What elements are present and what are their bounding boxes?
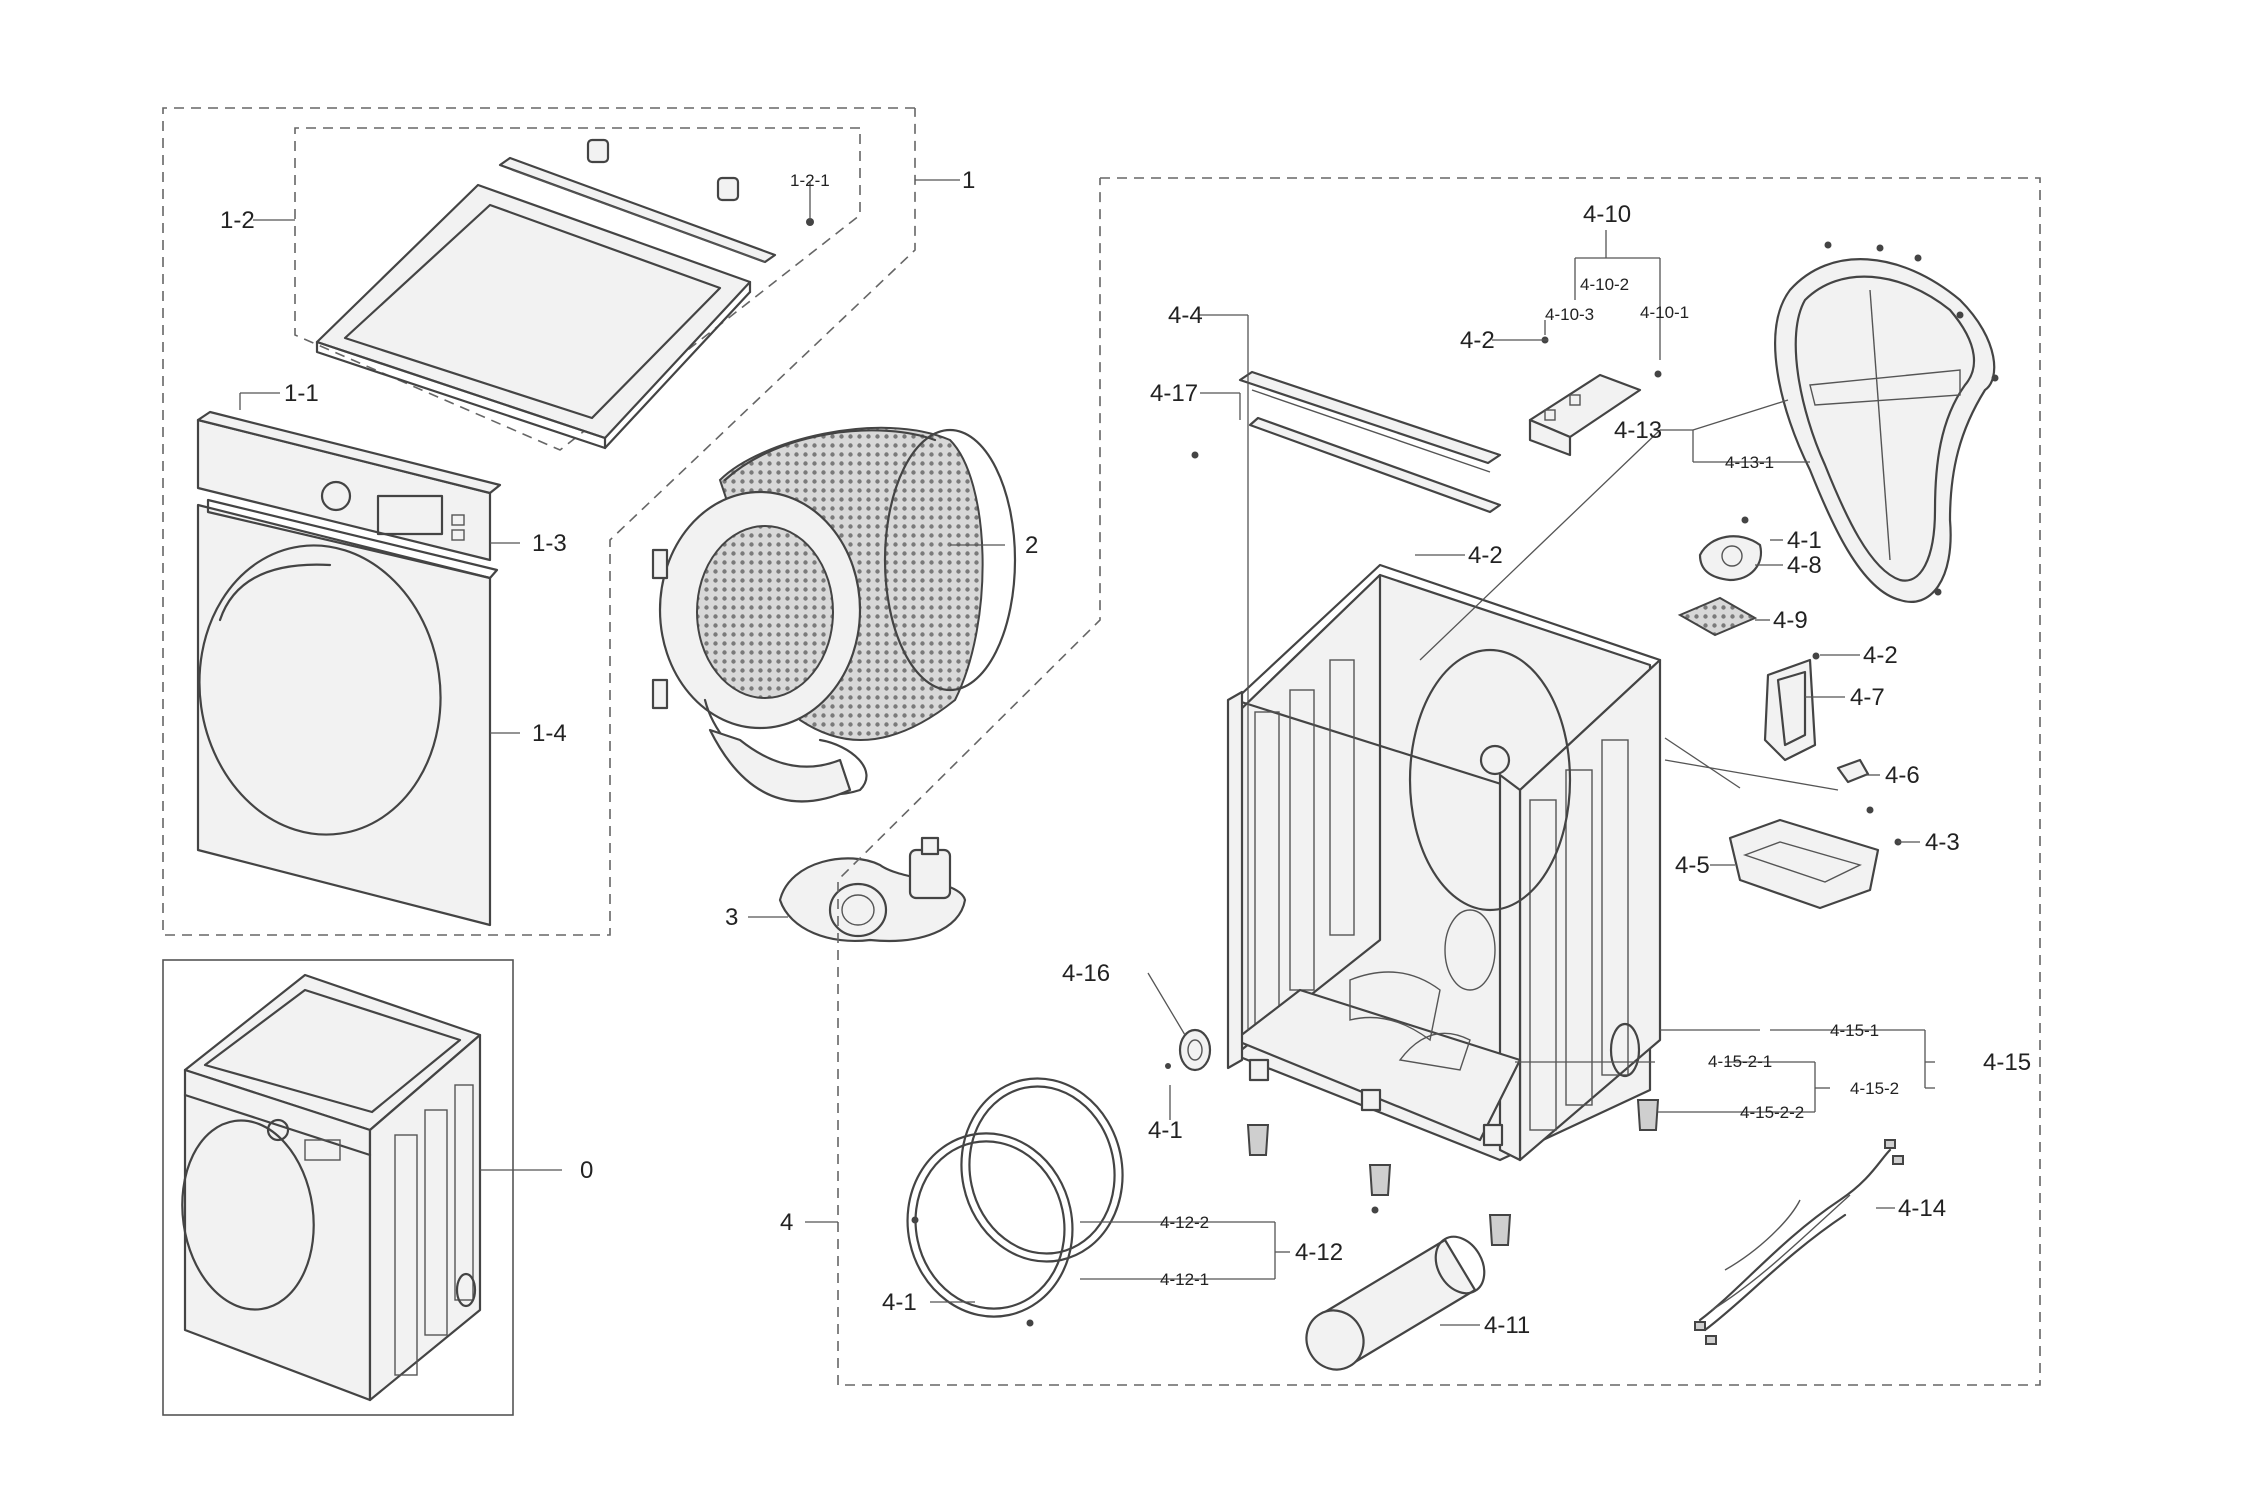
label-1-4: 1-4 bbox=[532, 720, 567, 747]
rear-ring-part bbox=[906, 1132, 1074, 1327]
label-4-1-b: 4-1 bbox=[1148, 1117, 1183, 1144]
label-1: 1 bbox=[962, 167, 975, 194]
label-1-1: 1-1 bbox=[284, 380, 319, 407]
part-labels: 0 1 1-1 1-2 1-2-1 1-3 1-4 2 3 4 4-1 4-1 … bbox=[220, 167, 2031, 1339]
label-4-15-1: 4-15-1 bbox=[1830, 1021, 1879, 1040]
control-panel-part bbox=[196, 410, 502, 562]
label-4-13: 4-13 bbox=[1614, 417, 1662, 444]
connector-part bbox=[1836, 758, 1870, 784]
front-ring-part bbox=[960, 1077, 1124, 1263]
label-0: 0 bbox=[580, 1157, 593, 1184]
filter-pad-part bbox=[1677, 596, 1758, 637]
label-4-15: 4-15 bbox=[1983, 1049, 2031, 1076]
label-4-12-1: 4-12-1 bbox=[1160, 1270, 1209, 1289]
pulley-part bbox=[1165, 1028, 1212, 1072]
leader-lines bbox=[239, 179, 1935, 1326]
top-hinge-bar-part bbox=[498, 138, 814, 264]
label-3: 3 bbox=[725, 904, 738, 931]
blower-part bbox=[778, 836, 967, 942]
assembled-dryer-part bbox=[181, 973, 482, 1402]
label-4-10-3: 4-10-3 bbox=[1545, 305, 1594, 324]
label-4-12-2: 4-12-2 bbox=[1160, 1213, 1209, 1232]
label-4-14: 4-14 bbox=[1898, 1195, 1946, 1222]
wire-harness-part bbox=[1694, 1139, 1904, 1345]
label-4-1-a: 4-1 bbox=[1787, 527, 1822, 554]
leveling-feet-part bbox=[1246, 1099, 1660, 1246]
label-4: 4 bbox=[780, 1209, 793, 1236]
label-4-2-b: 4-2 bbox=[1468, 542, 1503, 569]
top-panel-part bbox=[315, 183, 752, 450]
sensor-part bbox=[1698, 516, 1763, 582]
pcb-part bbox=[1728, 806, 1902, 910]
label-4-3: 4-3 bbox=[1925, 829, 1960, 856]
label-4-1-c: 4-1 bbox=[882, 1289, 917, 1316]
label-4-5: 4-5 bbox=[1675, 852, 1710, 879]
duct-cover-part bbox=[1763, 652, 1820, 762]
label-4-10-1: 4-10-1 bbox=[1640, 303, 1689, 322]
label-4-8: 4-8 bbox=[1787, 552, 1822, 579]
label-1-2-1: 1-2-1 bbox=[790, 171, 830, 190]
label-4-13-1: 4-13-1 bbox=[1725, 453, 1774, 472]
label-4-9: 4-9 bbox=[1773, 607, 1808, 634]
top-frame-bar-part bbox=[1191, 370, 1502, 514]
label-4-15-2: 4-15-2 bbox=[1850, 1079, 1899, 1098]
label-4-11: 4-11 bbox=[1484, 1312, 1530, 1339]
label-4-10: 4-10 bbox=[1583, 201, 1631, 228]
label-4-4: 4-4 bbox=[1168, 302, 1203, 329]
label-4-15-2-2: 4-15-2-2 bbox=[1740, 1103, 1804, 1122]
group-0-boundary bbox=[162, 959, 514, 1416]
label-4-7: 4-7 bbox=[1850, 684, 1885, 711]
exhaust-duct-part bbox=[1305, 1206, 1486, 1371]
cabinet-body-part bbox=[1226, 563, 1662, 1162]
rear-bulkhead-part bbox=[1774, 241, 1999, 603]
front-panel-part bbox=[196, 498, 499, 927]
label-4-10-2: 4-10-2 bbox=[1580, 275, 1629, 294]
label-4-2-c: 4-2 bbox=[1863, 642, 1898, 669]
label-4-16: 4-16 bbox=[1062, 960, 1110, 987]
label-1-2: 1-2 bbox=[220, 207, 255, 234]
group-4-boundary bbox=[837, 177, 2041, 1386]
label-4-2-a: 4-2 bbox=[1460, 327, 1495, 354]
label-4-12: 4-12 bbox=[1295, 1239, 1343, 1266]
label-4-17: 4-17 bbox=[1150, 380, 1198, 407]
label-2: 2 bbox=[1025, 532, 1038, 559]
label-4-15-2-1: 4-15-2-1 bbox=[1708, 1052, 1772, 1071]
switch-assembly-part bbox=[1528, 336, 1662, 457]
label-4-6: 4-6 bbox=[1885, 762, 1920, 789]
group-1-boundary bbox=[162, 107, 916, 936]
label-1-3: 1-3 bbox=[532, 530, 567, 557]
drum-part bbox=[651, 426, 1017, 803]
